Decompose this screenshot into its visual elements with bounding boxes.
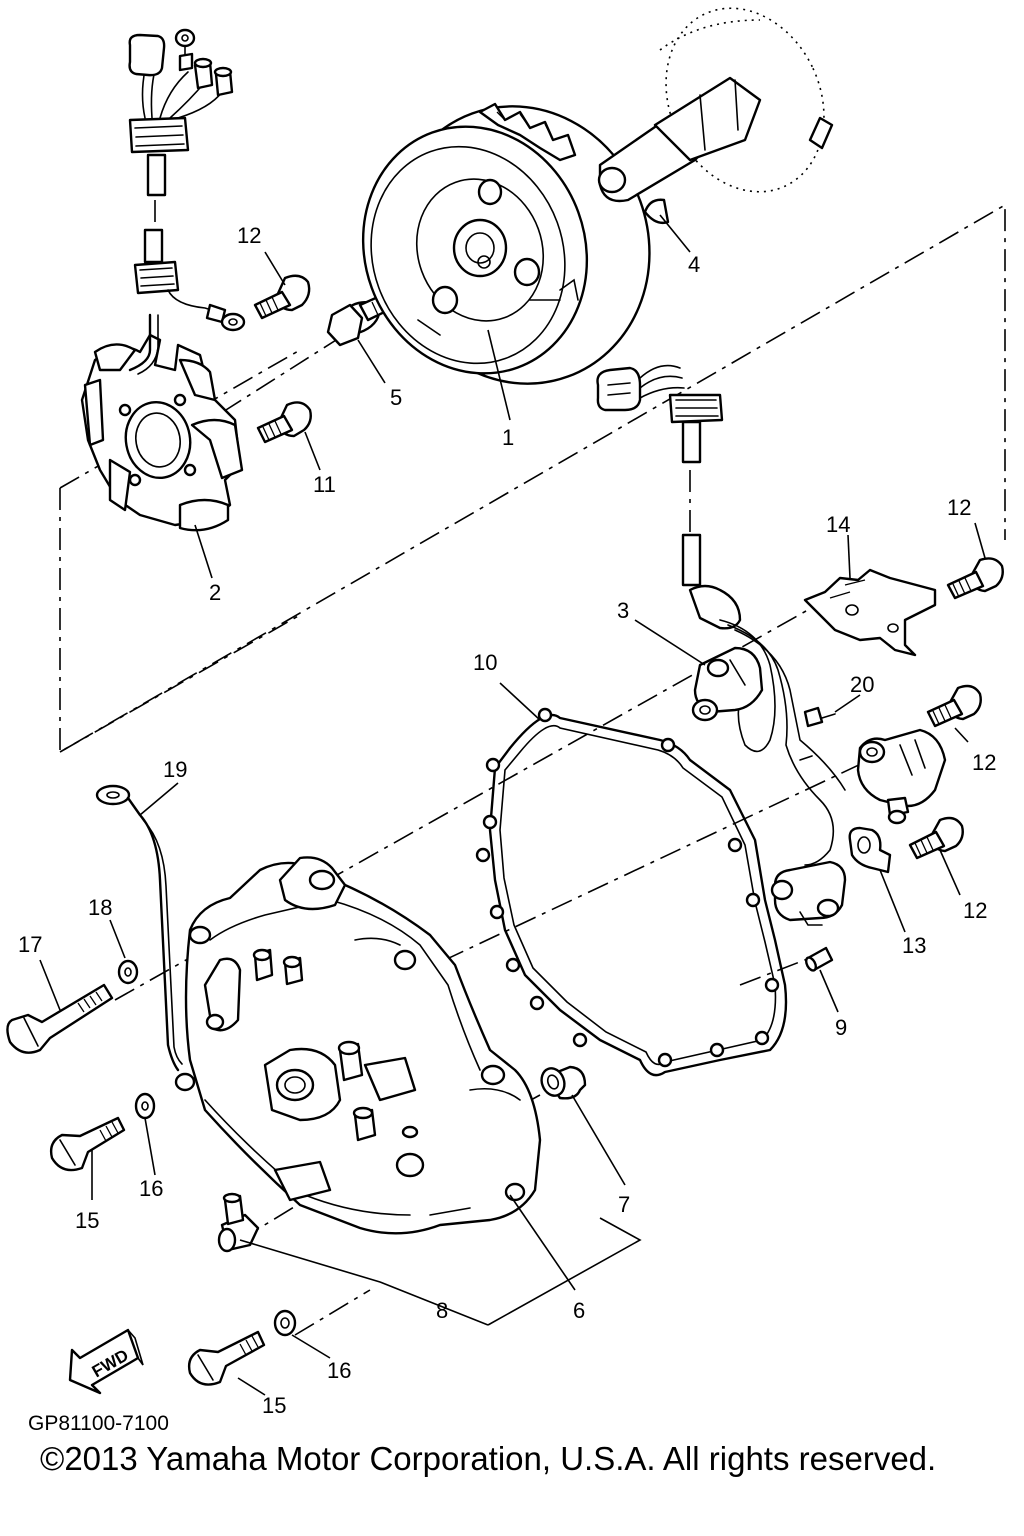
washer-18 xyxy=(117,959,139,985)
harness-connector-lower xyxy=(770,860,847,926)
stator-2 xyxy=(80,228,246,532)
callout-2: 2 xyxy=(209,580,221,605)
callout-6: 6 xyxy=(573,1298,585,1323)
callout-12-right-middle: 12 xyxy=(972,750,996,775)
callout-labels: 1 2 3 4 5 6 7 8 9 10 11 12 12 12 12 13 1… xyxy=(18,223,996,1418)
callout-19: 19 xyxy=(163,757,187,782)
pickup-coil-3 xyxy=(596,364,846,866)
fitting-8 xyxy=(217,1192,260,1253)
callout-12-right-upper: 12 xyxy=(947,495,971,520)
callout-1: 1 xyxy=(502,425,514,450)
washer-16-upper xyxy=(134,1092,156,1120)
bolt-17 xyxy=(6,983,114,1054)
crankshaft-reference xyxy=(597,7,834,203)
callout-11: 11 xyxy=(313,472,336,497)
clamp-13 xyxy=(848,826,892,874)
stator-harness-connector xyxy=(128,28,234,197)
callout-3: 3 xyxy=(617,598,629,623)
collar-7 xyxy=(540,1065,587,1100)
bolt-12-right-upper xyxy=(946,557,1004,600)
callout-15-upper: 15 xyxy=(75,1208,99,1233)
callout-14: 14 xyxy=(826,512,850,537)
drawing-code: GP81100-7100 xyxy=(28,1412,169,1435)
callout-20: 20 xyxy=(850,672,874,697)
callout-10: 10 xyxy=(473,650,497,675)
harness-sensor-unit xyxy=(799,728,947,825)
flywheel-bolt-5 xyxy=(326,286,407,347)
fwd-arrow-icon: FWD xyxy=(68,1328,144,1395)
plate-14 xyxy=(803,568,937,657)
callout-8: 8 xyxy=(436,1298,448,1323)
bolt-12-right-middle xyxy=(926,684,982,728)
callout-12-top: 12 xyxy=(237,223,261,248)
leader-lines xyxy=(39,214,986,1396)
callout-15-lower: 15 xyxy=(262,1393,286,1418)
callout-4: 4 xyxy=(688,252,700,277)
copyright-notice: ©2013 Yamaha Motor Corporation, U.S.A. A… xyxy=(40,1440,936,1477)
ground-lead-19 xyxy=(95,784,183,1072)
bolt-12-right-lower xyxy=(908,816,964,860)
gasket-10 xyxy=(475,707,788,1077)
bolt-11 xyxy=(256,401,312,444)
bolt-15-lower xyxy=(187,1330,266,1386)
callout-16-upper: 16 xyxy=(139,1176,163,1201)
callout-7: 7 xyxy=(618,1192,630,1217)
clip-20 xyxy=(803,706,836,728)
callout-5: 5 xyxy=(390,385,402,410)
callout-13: 13 xyxy=(902,933,926,958)
bolt-12-top xyxy=(253,274,311,320)
callout-16-lower: 16 xyxy=(327,1358,351,1383)
bolt-15-upper xyxy=(49,1116,126,1172)
callout-12-right-lower: 12 xyxy=(963,898,987,923)
dowel-pin-9 xyxy=(804,946,834,972)
flywheel-rotor-1 xyxy=(361,102,651,385)
callout-9: 9 xyxy=(835,1015,847,1040)
callout-18: 18 xyxy=(88,895,112,920)
callout-17: 17 xyxy=(18,932,42,957)
washer-16-lower xyxy=(273,1309,297,1337)
crankcase-cover-6 xyxy=(174,856,542,1235)
